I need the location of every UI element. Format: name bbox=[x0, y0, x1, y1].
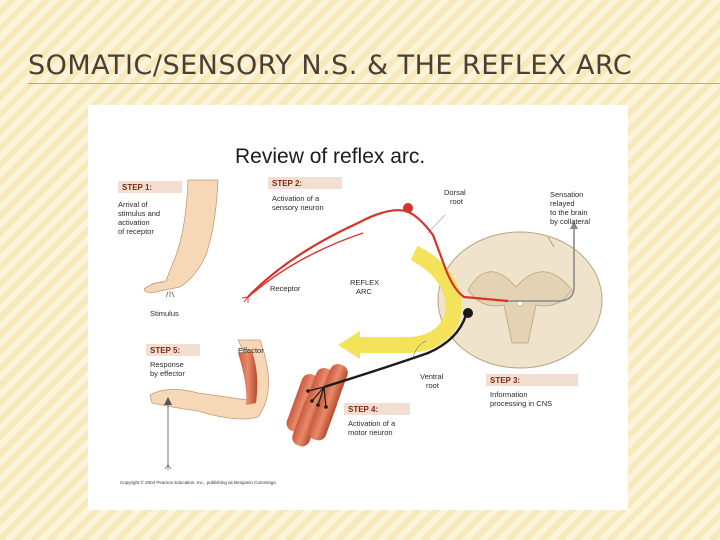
label-ventral-root-1: Ventral bbox=[420, 372, 444, 381]
svg-text:of receptor: of receptor bbox=[118, 227, 154, 236]
spinal-cord-section bbox=[437, 231, 603, 369]
label-sensation-2: relayed bbox=[550, 199, 575, 208]
label-sensation-3: to the brain bbox=[550, 208, 588, 217]
label-stimulus: Stimulus bbox=[150, 309, 179, 318]
label-reflex-arc-2: ARC bbox=[356, 287, 372, 296]
label-effector: Effector bbox=[238, 346, 264, 355]
svg-text:sensory neuron: sensory neuron bbox=[272, 203, 324, 212]
muscle-bundle bbox=[286, 364, 348, 447]
slide-title: Somatic/Sensory N.S. & the Reflex Arc bbox=[28, 50, 633, 81]
svg-text:Information: Information bbox=[490, 390, 528, 399]
label-sensation-4: by collateral bbox=[550, 217, 590, 226]
step-1-callout: STEP 1: Arrival of stimulus and activati… bbox=[118, 181, 182, 236]
arm-upper-illustration bbox=[143, 179, 219, 298]
label-dorsal-root-1: Dorsal bbox=[444, 188, 466, 197]
label-ventral-root-2: root bbox=[426, 381, 440, 390]
label-receptor: Receptor bbox=[270, 284, 301, 293]
reflex-arc-figure: Review of reflex arc. bbox=[88, 105, 628, 510]
title-divider bbox=[28, 83, 720, 84]
step-4-callout: STEP 4: Activation of a motor neuron bbox=[344, 403, 410, 437]
svg-text:STEP 5:: STEP 5: bbox=[150, 346, 180, 355]
copyright-note: Copyright © 2004 Pearson Education, Inc.… bbox=[120, 479, 277, 485]
step-2-callout: STEP 2: Activation of a sensory neuron bbox=[268, 177, 342, 212]
svg-text:Arrival of: Arrival of bbox=[118, 200, 149, 209]
svg-text:motor neuron: motor neuron bbox=[348, 428, 393, 437]
svg-text:by effector: by effector bbox=[150, 369, 185, 378]
svg-text:Response: Response bbox=[150, 360, 184, 369]
label-reflex-arc-1: REFLEX bbox=[350, 278, 379, 287]
reflex-arc-diagram: Review of reflex arc. bbox=[118, 145, 603, 485]
effector-muscle bbox=[238, 351, 258, 405]
svg-text:STEP 2:: STEP 2: bbox=[272, 179, 302, 188]
figure-title: Review of reflex arc. bbox=[235, 145, 425, 168]
reflex-arc-arrow bbox=[356, 245, 462, 353]
sensory-neuron bbox=[241, 203, 509, 303]
label-dorsal-root-2: root bbox=[450, 197, 464, 206]
svg-text:STEP 3:: STEP 3: bbox=[490, 376, 520, 385]
svg-text:stimulus and: stimulus and bbox=[118, 209, 160, 218]
step-5-callout: STEP 5: Response by effector bbox=[146, 344, 200, 378]
motor-neuron bbox=[306, 308, 473, 409]
label-sensation-1: Sensation bbox=[550, 190, 583, 199]
svg-text:STEP 1:: STEP 1: bbox=[122, 183, 152, 192]
svg-text:STEP 4:: STEP 4: bbox=[348, 405, 378, 414]
svg-text:processing in CNS: processing in CNS bbox=[490, 399, 552, 408]
brain-collateral bbox=[508, 227, 575, 302]
arm-lower-illustration bbox=[149, 339, 269, 470]
reflex-arc-arrowhead bbox=[338, 331, 360, 359]
svg-text:Activation of a: Activation of a bbox=[348, 419, 396, 428]
svg-text:Activation of a: Activation of a bbox=[272, 194, 320, 203]
step-3-callout: STEP 3: Information processing in CNS bbox=[486, 374, 578, 408]
svg-text:activation: activation bbox=[118, 218, 150, 227]
